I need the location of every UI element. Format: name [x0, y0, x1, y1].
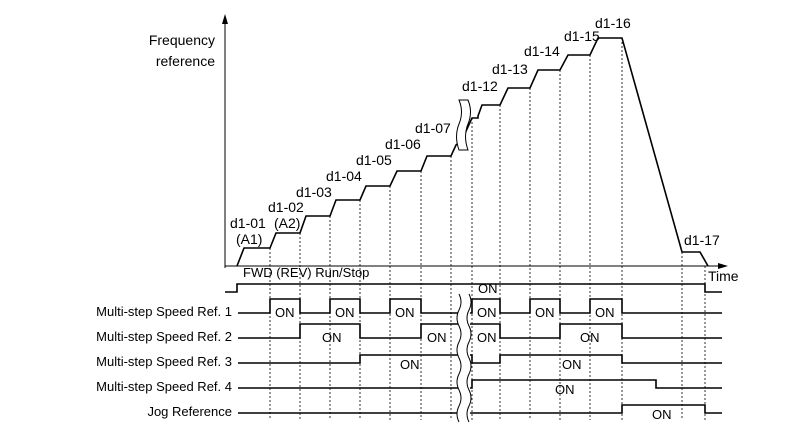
- ref2-on-4: ON: [580, 330, 600, 345]
- y-axis-label-line2: reference: [156, 53, 215, 69]
- signal-break-marks: [456, 293, 472, 423]
- step-label-d1-06: d1-06: [385, 136, 421, 152]
- step-label-d1-03: d1-03: [296, 184, 332, 200]
- ref1-on-5: ON: [535, 305, 555, 320]
- ref3-on-2: ON: [562, 357, 582, 372]
- step-label-d1-16: d1-16: [595, 15, 631, 31]
- jog-on: ON: [652, 407, 672, 422]
- signal-ref4-waveform: ON: [238, 379, 722, 397]
- signal-label-ref2: Multi-step Speed Ref. 2: [96, 329, 232, 344]
- signal-ref2-waveform: ON ON ON ON: [238, 323, 722, 345]
- ref1-on-2: ON: [335, 305, 355, 320]
- step-label-d1-02: d1-02: [268, 199, 304, 215]
- ref2-on-3: ON: [477, 330, 497, 345]
- ref1-on-6: ON: [595, 305, 615, 320]
- ref2-on-1: ON: [322, 330, 342, 345]
- run-stop-on: ON: [478, 281, 498, 296]
- signal-jog-waveform: ON: [238, 404, 722, 422]
- signal-labels: Multi-step Speed Ref. 1 Multi-step Speed…: [96, 304, 232, 419]
- ref1-on-4: ON: [477, 305, 497, 320]
- ref1-on-3: ON: [395, 305, 415, 320]
- step-labels: d1-01 (A1) d1-02 (A2) d1-03 d1-04 d1-05 …: [230, 15, 720, 248]
- ref4-on: ON: [555, 382, 575, 397]
- y-axis-label-line1: Frequency: [149, 32, 215, 48]
- step-label-d1-15: d1-15: [564, 28, 600, 44]
- step-sublabel-a1: (A1): [236, 231, 262, 247]
- step-label-d1-17: d1-17: [684, 232, 720, 248]
- signal-ref3-waveform: ON ON: [238, 354, 722, 372]
- ref1-on-1: ON: [275, 305, 295, 320]
- staircase-break-mark: [456, 99, 471, 151]
- signal-label-jog: Jog Reference: [147, 404, 232, 419]
- run-stop-label: FWD (REV) Run/Stop: [243, 265, 369, 280]
- x-axis-label: Time: [708, 268, 739, 284]
- step-label-d1-13: d1-13: [492, 61, 528, 77]
- step-label-d1-12: d1-12: [462, 78, 498, 94]
- signal-label-ref4: Multi-step Speed Ref. 4: [96, 379, 232, 394]
- frequency-staircase: [236, 37, 709, 267]
- ref2-on-2: ON: [427, 330, 447, 345]
- step-sublabel-a2: (A2): [274, 215, 300, 231]
- y-axis-arrow: [222, 14, 228, 24]
- step-label-d1-14: d1-14: [524, 43, 560, 59]
- signal-ref1-waveform: ON ON ON ON ON ON: [238, 298, 722, 320]
- step-label-d1-07: d1-07: [415, 120, 451, 136]
- signal-label-ref1: Multi-step Speed Ref. 1: [96, 304, 232, 319]
- run-stop-signal: FWD (REV) Run/Stop ON: [225, 265, 722, 296]
- step-label-d1-01: d1-01: [230, 215, 266, 231]
- signal-label-ref3: Multi-step Speed Ref. 3: [96, 354, 232, 369]
- x-axis-arrow: [718, 263, 728, 269]
- ref3-on-1: ON: [400, 357, 420, 372]
- step-label-d1-05: d1-05: [356, 152, 392, 168]
- step-label-d1-04: d1-04: [326, 168, 362, 184]
